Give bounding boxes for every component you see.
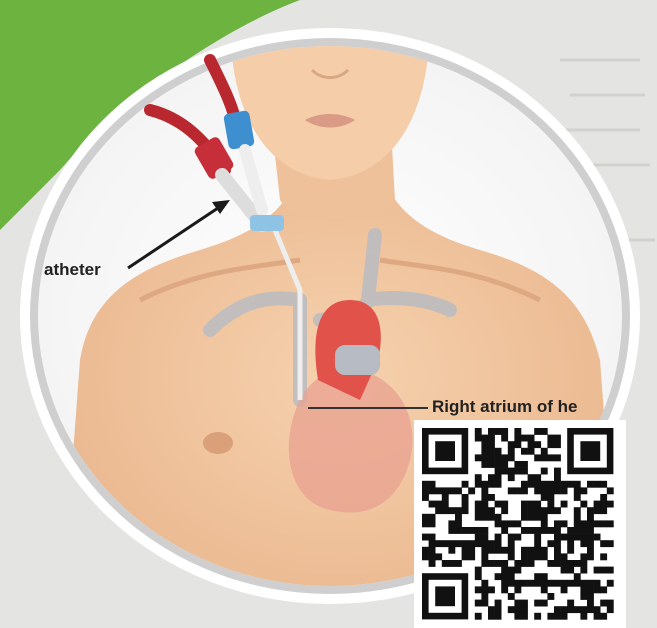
catheter-label: atheter	[44, 260, 101, 280]
qr-code-icon	[414, 420, 626, 628]
nipple	[203, 432, 233, 454]
right-atrium-label: Right atrium of he	[432, 397, 577, 417]
